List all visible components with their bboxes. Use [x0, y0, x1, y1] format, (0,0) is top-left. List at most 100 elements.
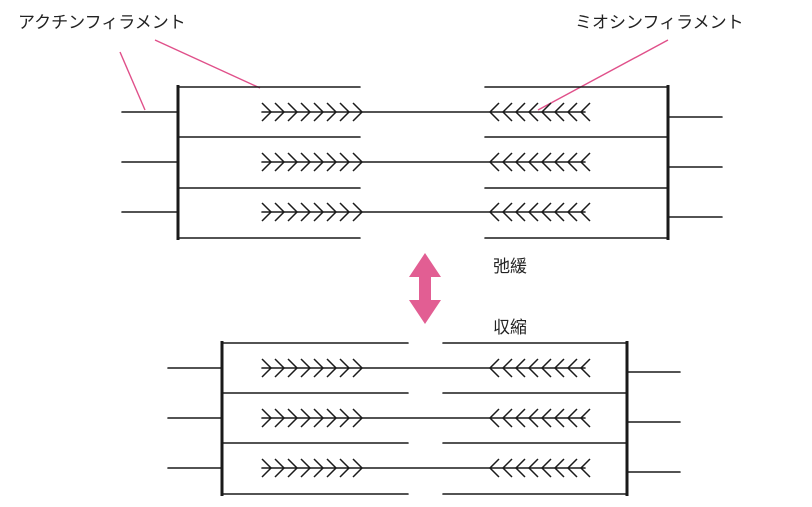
myosin-head	[261, 202, 273, 222]
myosin-head	[527, 358, 539, 378]
myosin-head	[326, 458, 338, 478]
myosin-filament-label: ミオシンフィラメント	[575, 13, 744, 33]
myosin-head	[326, 358, 338, 378]
myosin-heads	[488, 102, 591, 222]
myosin-head	[488, 102, 500, 122]
myosin-head	[274, 152, 286, 172]
myosin-leader-line	[537, 39, 669, 111]
myosin-head	[326, 102, 338, 122]
myosin-head	[313, 358, 325, 378]
myosin-head	[274, 458, 286, 478]
myosin-head	[540, 408, 552, 428]
myosin-head	[313, 202, 325, 222]
myosin-head	[514, 152, 526, 172]
myosin-head	[274, 408, 286, 428]
myosin-head	[553, 408, 565, 428]
myosin-head	[287, 102, 299, 122]
myosin-head	[300, 202, 312, 222]
myosin-head	[553, 202, 565, 222]
myosin-head	[313, 152, 325, 172]
myosin-head	[352, 358, 364, 378]
myosin-head	[540, 358, 552, 378]
myosin-head	[287, 458, 299, 478]
myosin-head	[287, 358, 299, 378]
myosin-head	[566, 358, 578, 378]
myosin-head	[553, 152, 565, 172]
myosin-head	[501, 358, 513, 378]
myosin-head	[339, 458, 351, 478]
myosin-head	[553, 102, 565, 122]
myosin-head	[300, 152, 312, 172]
myosin-head	[274, 358, 286, 378]
myosin-head	[274, 202, 286, 222]
myosin-head	[514, 458, 526, 478]
contracted-sarcomere	[167, 341, 681, 496]
myosin-head	[566, 408, 578, 428]
myosin-head	[300, 458, 312, 478]
myosin-head	[326, 202, 338, 222]
myosin-head	[514, 358, 526, 378]
myosin-head	[287, 408, 299, 428]
myosin-head	[339, 102, 351, 122]
myosin-head	[287, 202, 299, 222]
myosin-head	[300, 408, 312, 428]
myosin-head	[339, 202, 351, 222]
myosin-head	[501, 102, 513, 122]
actin-filament-label: アクチンフィラメント	[18, 13, 186, 33]
myosin-head	[527, 408, 539, 428]
myosin-head	[326, 408, 338, 428]
myosin-head	[514, 408, 526, 428]
myosin-head	[300, 102, 312, 122]
myosin-head	[566, 102, 578, 122]
myosin-head	[540, 152, 552, 172]
myosin-head	[352, 408, 364, 428]
myosin-head	[527, 202, 539, 222]
actin-leader-line-2	[154, 39, 261, 89]
myosin-head	[287, 152, 299, 172]
myosin-heads	[488, 358, 591, 478]
myosin-head	[313, 408, 325, 428]
myosin-head	[553, 358, 565, 378]
myosin-head	[339, 358, 351, 378]
myosin-head	[488, 458, 500, 478]
myosin-head	[566, 458, 578, 478]
myosin-head	[313, 458, 325, 478]
myosin-head	[501, 458, 513, 478]
relaxation-label: 弛緩	[493, 257, 527, 277]
myosin-head	[579, 152, 591, 172]
myosin-head	[566, 152, 578, 172]
myosin-head	[579, 358, 591, 378]
myosin-head	[339, 152, 351, 172]
actin-leader-line-1	[119, 51, 146, 111]
myosin-head	[501, 152, 513, 172]
myosin-head	[326, 152, 338, 172]
myosin-head	[514, 202, 526, 222]
double-arrow-shape	[409, 253, 441, 324]
myosin-head	[488, 152, 500, 172]
myosin-head	[579, 458, 591, 478]
myosin-head	[501, 408, 513, 428]
myosin-head	[527, 458, 539, 478]
myosin-heads	[261, 102, 364, 222]
myosin-head	[261, 408, 273, 428]
myosin-head	[579, 102, 591, 122]
myosin-head	[488, 202, 500, 222]
myosin-head	[488, 408, 500, 428]
myosin-head	[553, 458, 565, 478]
contraction-label: 収縮	[493, 318, 527, 338]
myosin-head	[352, 102, 364, 122]
myosin-head	[501, 202, 513, 222]
myosin-head	[540, 202, 552, 222]
double-vertical-arrow-icon	[409, 253, 441, 324]
myosin-head	[261, 102, 273, 122]
myosin-head	[514, 102, 526, 122]
myosin-head	[540, 458, 552, 478]
myosin-heads	[261, 358, 364, 478]
myosin-head	[300, 358, 312, 378]
myosin-head	[274, 102, 286, 122]
myosin-head	[261, 458, 273, 478]
myosin-head	[527, 102, 539, 122]
myosin-head	[352, 458, 364, 478]
myosin-head	[488, 358, 500, 378]
